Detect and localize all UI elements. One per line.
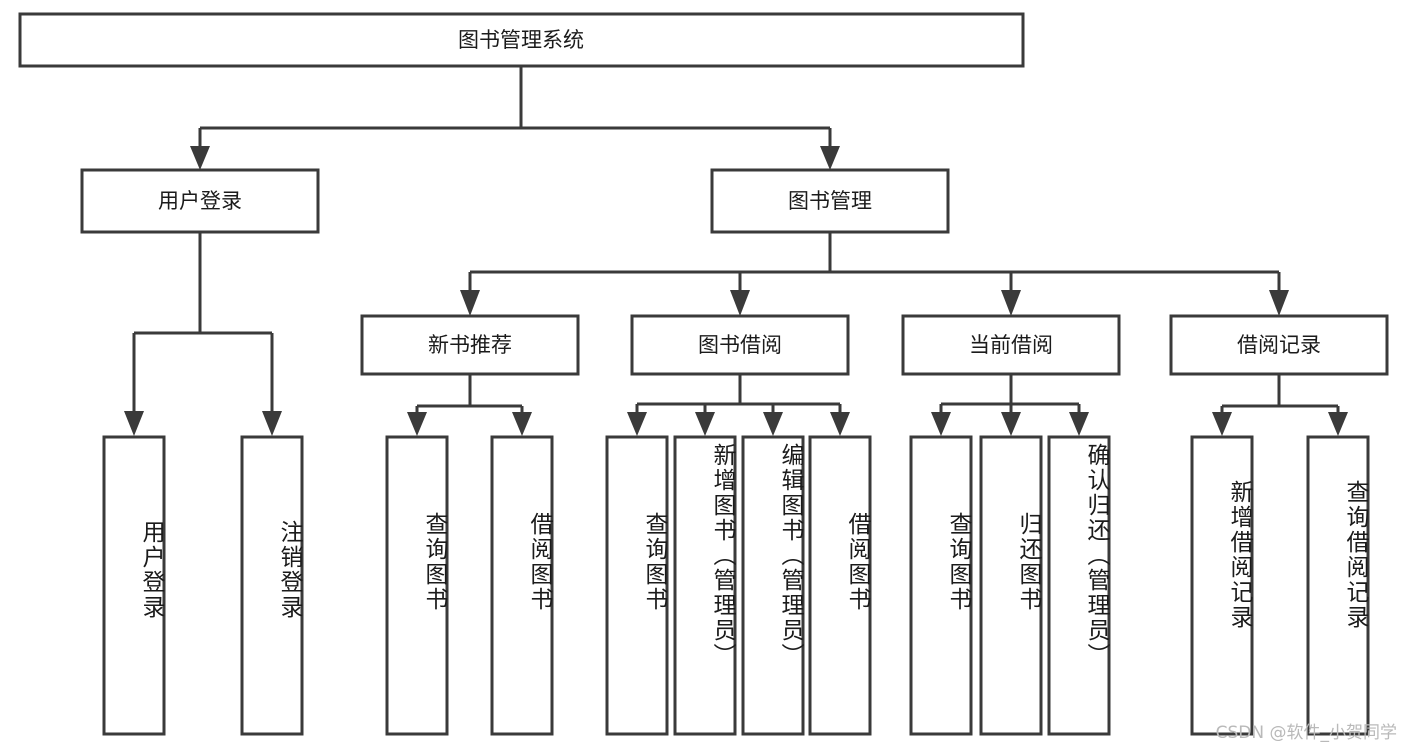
leaf-box-borrow-record-1[interactable] (1306, 435, 1370, 736)
node-borrow-record[interactable]: 借阅记录 (1169, 314, 1389, 376)
arrowhead-level1-1 (820, 146, 840, 170)
node-book-borrow-box[interactable] (630, 314, 850, 376)
arrowhead-book-borrow-0 (627, 412, 647, 436)
leaf-box-current-borrow-2[interactable] (1047, 435, 1111, 736)
node-user-login[interactable]: 用户登录 (80, 168, 320, 234)
node-root-box[interactable] (18, 12, 1025, 68)
arrowhead-borrow-record-1 (1328, 412, 1348, 436)
leaf-label-book-borrow-1: 新增图书（管理员） (709, 443, 735, 668)
watermark-label: CSDN @软件_小贺同学 (1215, 723, 1397, 743)
leaf-label-user-login-1: 注销登录 (276, 520, 302, 620)
leaf-box-book-borrow-1[interactable] (673, 435, 737, 736)
leaf-label-book-borrow-3: 借阅图书 (844, 512, 870, 612)
node-current-borrow-label: 当前借阅 (969, 333, 1053, 357)
leaf-box-borrow-record-0[interactable] (1190, 435, 1254, 736)
leaf-label-current-borrow-1: 归还图书 (1015, 512, 1041, 612)
node-root-label: 图书管理系统 (458, 28, 584, 52)
arrowhead-book-borrow-3 (830, 412, 850, 436)
arrowhead-user-login-0 (124, 411, 144, 436)
leaf-label-book-borrow-0: 查询图书 (641, 512, 667, 612)
arrowhead-level2-3 (1269, 290, 1289, 316)
arrowhead-level2-2 (1001, 290, 1021, 316)
leaf-label-current-borrow-2: 确认归还（管理员） (1083, 443, 1109, 668)
node-new-book[interactable]: 新书推荐 (360, 314, 580, 376)
leaf-box-user-login-0[interactable] (102, 435, 166, 736)
leaf-label-book-borrow-2: 编辑图书（管理员） (777, 443, 803, 668)
leaf-box-current-borrow-1[interactable] (979, 435, 1043, 736)
node-book-borrow[interactable]: 图书借阅 (630, 314, 850, 376)
node-new-book-box[interactable] (360, 314, 580, 376)
arrowhead-level1-0 (190, 146, 210, 170)
leaf-box-user-login-1[interactable] (240, 435, 304, 736)
leaf-label-current-borrow-0: 查询图书 (945, 512, 971, 612)
arrowhead-book-borrow-1 (695, 412, 715, 436)
arrowhead-book-borrow-2 (763, 412, 783, 436)
leaf-box-new-book-1[interactable] (490, 435, 554, 736)
arrowhead-level2-0 (460, 290, 480, 316)
arrowhead-current-borrow-0 (931, 412, 951, 436)
node-borrow-record-label: 借阅记录 (1237, 333, 1321, 357)
arrowhead-level2-1 (730, 290, 750, 316)
leaf-label-user-login-0: 用户登录 (138, 520, 164, 620)
node-book-borrow-label: 图书借阅 (698, 333, 782, 357)
node-current-borrow-box[interactable] (901, 314, 1121, 376)
node-root[interactable]: 图书管理系统 (18, 12, 1025, 68)
node-user-login-label: 用户登录 (158, 189, 242, 213)
arrowhead-borrow-record-0 (1212, 412, 1232, 436)
leaf-label-new-book-0: 查询图书 (421, 512, 447, 612)
arrowhead-user-login-1 (262, 411, 282, 436)
arrowhead-new-book-0 (407, 412, 427, 436)
node-book-manage-label: 图书管理 (788, 189, 872, 213)
arrowhead-current-borrow-1 (1001, 412, 1021, 436)
leaf-box-book-borrow-2[interactable] (741, 435, 805, 736)
leaf-label-new-book-1: 借阅图书 (526, 512, 552, 612)
arrowhead-current-borrow-2 (1069, 412, 1089, 436)
node-current-borrow[interactable]: 当前借阅 (901, 314, 1121, 376)
leaf-box-book-borrow-0[interactable] (605, 435, 669, 736)
arrowhead-new-book-1 (512, 412, 532, 436)
leaf-label-borrow-record-0: 新增借阅记录 (1226, 480, 1252, 630)
node-new-book-label: 新书推荐 (428, 333, 512, 357)
leaf-label-borrow-record-1: 查询借阅记录 (1342, 480, 1368, 630)
leaf-box-current-borrow-0[interactable] (909, 435, 973, 736)
leaf-box-new-book-0[interactable] (385, 435, 449, 736)
leaf-box-book-borrow-3[interactable] (808, 435, 872, 736)
node-book-manage[interactable]: 图书管理 (710, 168, 950, 234)
